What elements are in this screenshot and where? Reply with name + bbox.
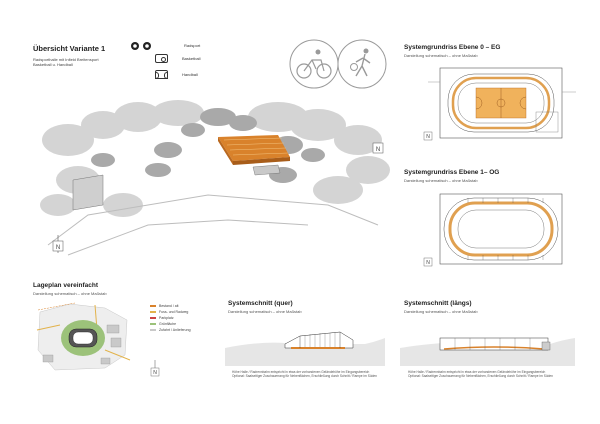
site-legend-item-2: Parkplatz xyxy=(150,315,191,321)
section-laengs-notes: Höhe Halle / Radrennbahn entspricht in e… xyxy=(408,370,573,378)
overview-title: Übersicht Variante 1 xyxy=(33,44,106,53)
site-legend-item-0: Bestand / alt xyxy=(150,303,191,309)
section-quer-note-2: Optional: Saalseitiger Zuschauerrang für… xyxy=(232,374,377,378)
north-label-og: N xyxy=(426,260,430,266)
cycling-icon xyxy=(131,42,151,50)
section-laengs-drawing xyxy=(400,337,575,366)
plan-og-title: Systemgrundriss Ebene 1– OG xyxy=(404,169,500,176)
plan-og-subtitle: Darstellung schematisch – ohne Maßstab xyxy=(404,178,478,183)
site-subtitle: Darstellung schematisch – ohne Maßstab xyxy=(33,291,107,296)
site-plan-drawing xyxy=(35,300,131,372)
basketball-emblem-icon xyxy=(337,39,387,89)
section-quer-note-1: Höhe Halle / Radrennbahn entspricht in e… xyxy=(232,370,370,374)
plan-eg-drawing: N xyxy=(423,67,576,141)
basketball-court-icon xyxy=(155,54,168,63)
legend-item-cycling: Radsport xyxy=(130,40,200,51)
north-label-aerial-right: N xyxy=(376,147,380,153)
north-arrow-aerial: N xyxy=(52,235,64,253)
section-quer-drawing xyxy=(225,331,385,366)
section-laengs-title: Systemschnitt (längs) xyxy=(404,300,472,307)
site-legend-item-1: Fuss- und Radweg xyxy=(150,309,191,315)
legend-label-basketball: Basketball xyxy=(182,56,201,61)
section-laengs-note-2: Optional: Saalseitiger Zuschauerrang für… xyxy=(408,374,553,378)
aerial-view: N N xyxy=(40,100,390,256)
site-legend-item-3: Grünfläche xyxy=(150,321,191,327)
legend-label-cycling: Radsport xyxy=(184,43,201,48)
site-title: Lageplan vereinfacht xyxy=(33,282,99,289)
north-arrow-aerial-right: N xyxy=(372,142,384,154)
cycling-emblem-icon xyxy=(289,39,339,89)
legend-item-handball: Handball xyxy=(155,70,198,79)
north-label-eg: N xyxy=(426,134,430,140)
north-arrow-site: N xyxy=(150,360,160,377)
section-quer-title: Systemschnitt (quer) xyxy=(228,300,293,307)
north-label-site: N xyxy=(153,370,157,376)
site-legend-item-4: Zufahrt / Anlieferung xyxy=(150,327,191,333)
section-laengs-subtitle: Darstellung schematisch – ohne Maßstab xyxy=(404,309,478,314)
site-legend: Bestand / alt Fuss- und Radweg Parkplatz… xyxy=(150,303,191,333)
section-laengs-note-1: Höhe Halle / Radrennbahn entspricht in e… xyxy=(408,370,546,374)
plan-eg-subtitle: Darstellung schematisch – ohne Maßstab xyxy=(404,53,478,58)
handball-court-icon xyxy=(155,70,168,79)
section-quer-subtitle: Darstellung schematisch – ohne Maßstab xyxy=(228,309,302,314)
plan-eg-title: Systemgrundriss Ebene 0 – EG xyxy=(404,44,501,51)
north-label-aerial: N xyxy=(56,245,60,251)
legend-item-basketball: Basketball xyxy=(155,54,200,63)
overview-subtitle: Radsporthalle mit Infield Breitensport B… xyxy=(33,57,99,67)
section-quer-notes: Höhe Halle / Radrennbahn entspricht in e… xyxy=(232,370,382,378)
plan-og-drawing: N xyxy=(423,193,563,267)
overview-line-1: Radsporthalle mit Infield Breitensport xyxy=(33,57,99,62)
overview-line-2: Basketball u. Handball xyxy=(33,62,73,67)
legend-label-handball: Handball xyxy=(182,72,198,77)
